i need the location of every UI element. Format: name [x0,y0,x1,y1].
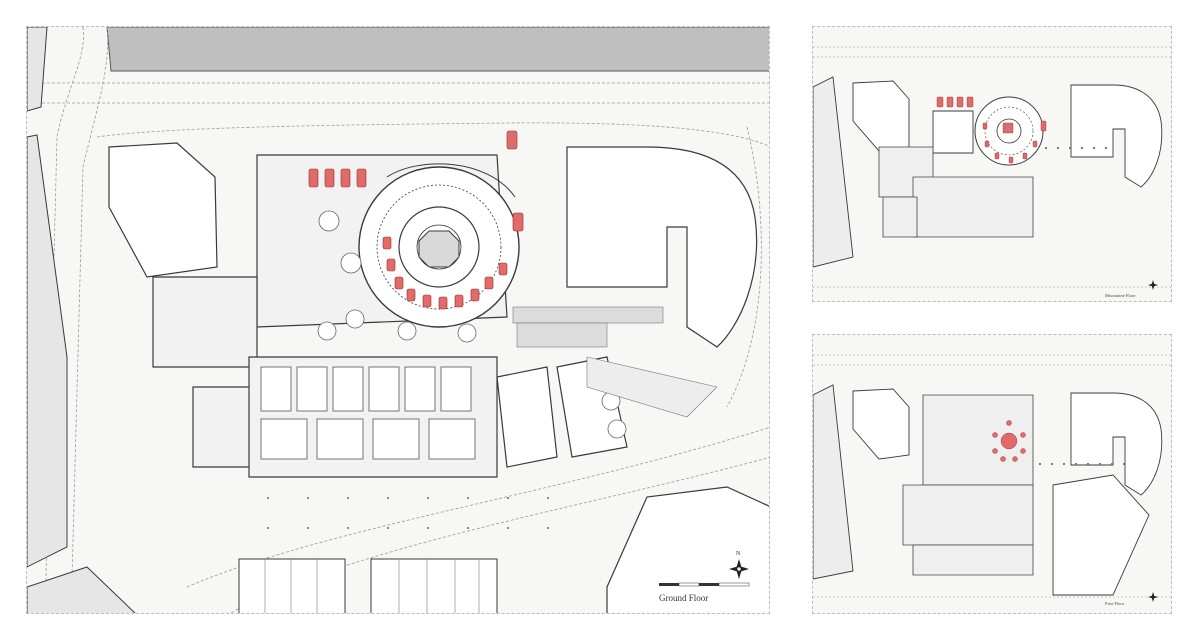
first-red-circles [992,420,1026,462]
classroom-units [260,366,476,460]
central-stage [418,230,460,268]
southern-units [238,558,498,613]
first-floor-plan-panel: First Floor [812,334,1172,614]
ground-floor-label: Ground Floor [659,593,709,603]
north-arrow-icon [729,559,749,579]
mezz-red-seats [936,96,1047,164]
corridors [512,306,718,418]
scale-bar-icon [659,582,750,587]
ground-floor-plan-drawing: N [27,27,769,613]
mezz-complex [878,146,1034,238]
north-arrow-icon [1148,592,1158,602]
left-buildings [27,27,136,613]
north-letter: N [736,551,741,557]
first-road-lines [813,354,1171,598]
first-buildings [813,384,1163,596]
ground-floor-plan-panel: N Ground Floor [26,26,770,614]
road-lines [27,27,769,613]
east-curved-building [566,146,758,348]
red-seats [308,130,524,310]
first-floor-label: First Floor [1105,601,1125,606]
river-band [106,27,769,72]
mezzanine-floor-label: Mezzanine Floor [1105,293,1136,298]
first-floor-plan-drawing [813,354,1171,602]
mezz-dots [1045,147,1107,149]
north-arrow-icon [1148,280,1158,290]
mezzanine-floor-plan-drawing [813,46,1171,290]
mezz-buildings [813,76,1163,268]
mezz-road-lines [813,46,1171,288]
first-complex [902,394,1034,576]
west-block [108,142,218,278]
mezzanine-floor-plan-panel: Mezzanine Floor [812,26,1172,302]
first-bridge-dots [1039,463,1125,465]
plaza-bollards [267,497,549,529]
